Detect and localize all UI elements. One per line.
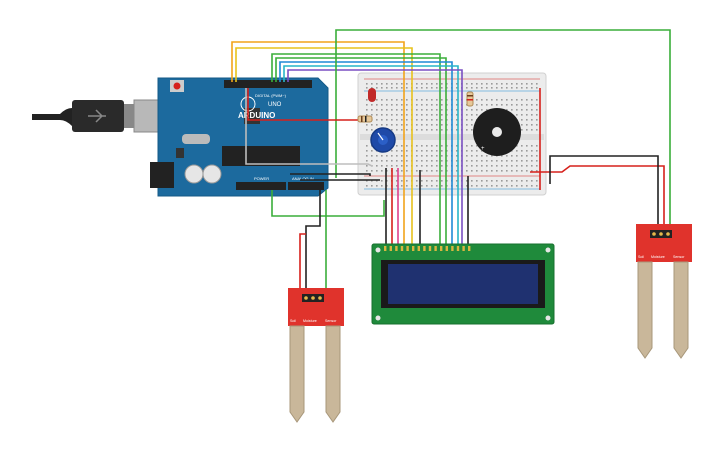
wire-blue <box>279 61 453 108</box>
analog-label: ANALOG IN <box>292 176 314 181</box>
resistor-1 <box>357 115 373 123</box>
wire-orange <box>231 41 405 108</box>
wire-white <box>245 88 373 167</box>
left-sensor-label-1: Soil <box>290 319 296 323</box>
wire-green-left <box>271 190 385 217</box>
lcd-display <box>371 243 555 325</box>
wire-red-right <box>530 165 665 226</box>
analog-header <box>288 182 324 190</box>
soil-sensor-left: Soil Moisture Sensor <box>288 288 344 423</box>
microcontroller-chip <box>222 146 300 166</box>
power-label: POWER <box>254 176 269 181</box>
power-header <box>236 182 286 190</box>
right-sensor-label-1: Soil <box>638 255 644 259</box>
wire-green-1 <box>271 53 441 108</box>
resistor-2 <box>466 91 474 107</box>
red-led <box>368 88 376 102</box>
wire-red-led <box>247 88 368 121</box>
left-sensor-label-3: Sensor <box>325 319 337 323</box>
left-sensor-label-2: Moisture <box>303 319 317 323</box>
arduino-model: UNO <box>268 102 282 108</box>
soil-sensor-right: Soil Moisture Sensor <box>636 224 692 359</box>
buzzer-plus: + <box>481 146 485 152</box>
digital-header <box>224 80 312 88</box>
wire-cyan <box>283 65 459 108</box>
piezo-buzzer: + <box>473 108 521 156</box>
right-sensor-label-3: Sensor <box>673 255 685 259</box>
wire-purple <box>287 69 463 108</box>
arduino-brand: ARDUINO <box>238 111 275 120</box>
wire-red-left <box>299 233 306 290</box>
potentiometer[interactable] <box>370 127 396 153</box>
wire-black-right <box>549 155 659 226</box>
digital-label: DIGITAL (PWM~) <box>255 93 287 98</box>
wire-black-left <box>305 190 321 290</box>
lcd-screen <box>388 264 538 304</box>
usb-cable <box>32 99 169 133</box>
lcd-pins <box>384 246 471 251</box>
wire-black-gnd <box>290 173 371 176</box>
left-sensor-wires <box>271 190 385 290</box>
reset-button[interactable] <box>173 82 181 90</box>
right-sensor-wires <box>530 88 665 226</box>
wire-green-sensor-right <box>335 29 671 224</box>
wire-green-2 <box>275 57 447 108</box>
right-sensor-label-2: Moisture <box>651 255 665 259</box>
wires <box>231 29 671 224</box>
arduino-uno-board: DIGITAL (PWM~) ARDUINO UNO POWER ANALOG … <box>150 77 329 197</box>
wire-yellow <box>235 47 413 108</box>
lcd-wires <box>385 108 469 246</box>
